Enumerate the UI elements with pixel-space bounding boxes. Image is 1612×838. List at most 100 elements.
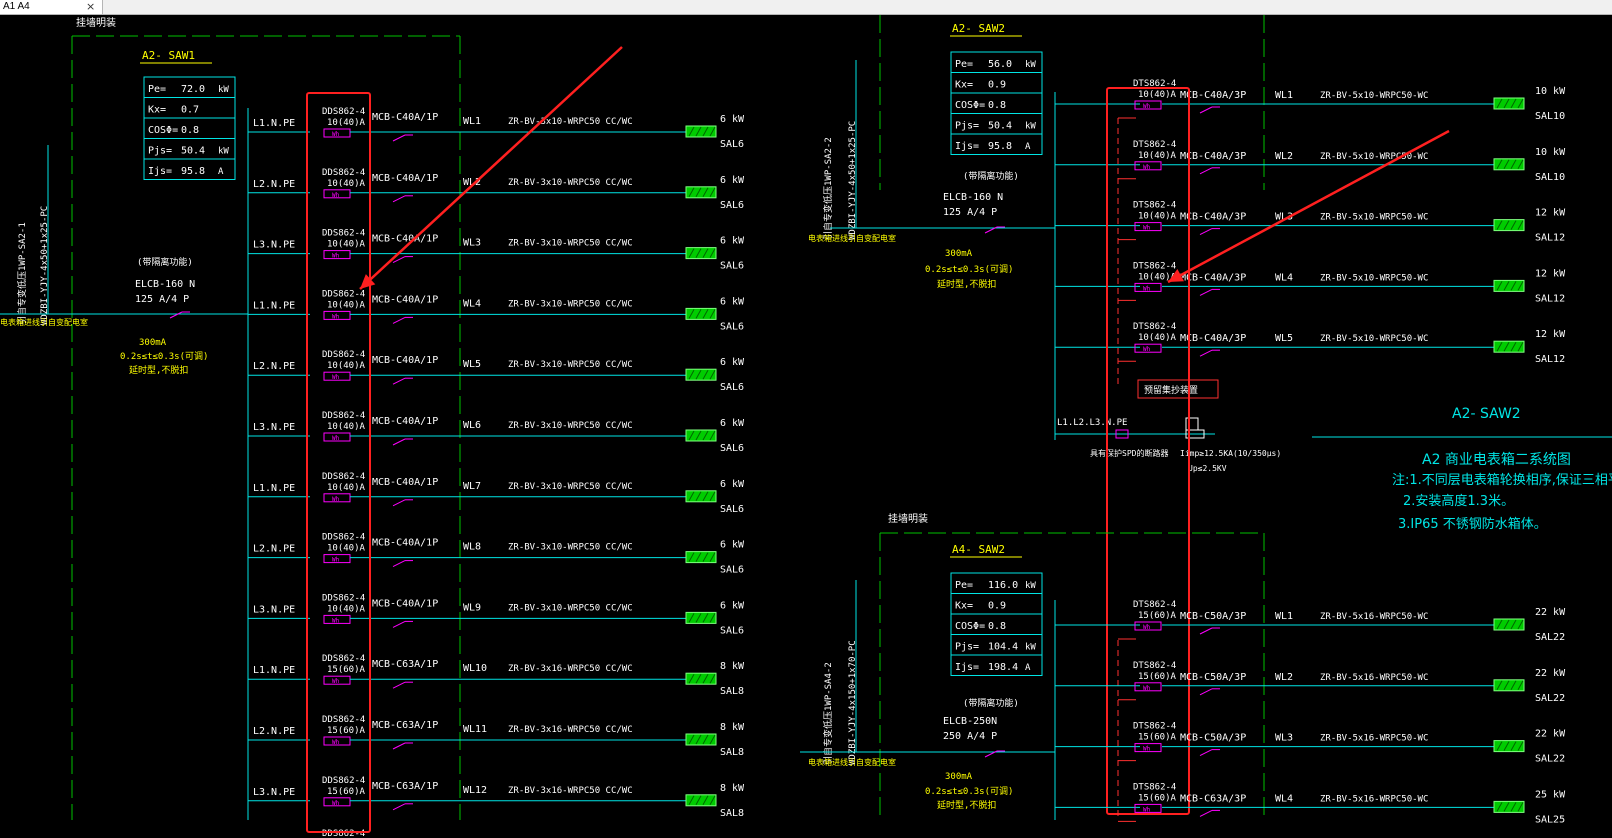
spec-unit: kW <box>1025 60 1036 70</box>
meter-model: DTS862-4 <box>1133 661 1176 671</box>
load-kw: 6 kW <box>720 600 745 611</box>
load-box <box>685 733 717 746</box>
drawing-code: A2- SAW2 <box>1452 406 1521 422</box>
load-box <box>685 247 717 260</box>
load-hatch <box>709 369 716 380</box>
meter-tag: Wh <box>1143 346 1151 353</box>
load-box <box>685 611 717 624</box>
meter-box <box>323 493 351 503</box>
branch-breaker: MCB-C40A/1P <box>372 234 438 245</box>
load-hatch <box>1496 159 1503 170</box>
spec-key: Pjs= <box>955 642 979 653</box>
load-id: SAL8 <box>720 747 744 758</box>
meter-box <box>323 189 351 199</box>
load-id: SAL6 <box>720 443 744 454</box>
rcd-type: 延时型,不脱扣 <box>937 278 996 290</box>
meter-box <box>1134 282 1162 292</box>
phase-label: L3.N.PE <box>253 787 295 798</box>
load-hatch <box>1517 220 1524 230</box>
phase-label: L1.N.PE <box>253 300 295 311</box>
branch-breaker: MCB-C63A/1P <box>372 781 438 792</box>
meter-box <box>323 736 351 746</box>
load-hatch <box>1503 220 1510 230</box>
incoming-source-label: 引自专变低压1WP-SA2-2 <box>822 137 834 240</box>
meter-box <box>323 675 351 685</box>
meter-box <box>1134 682 1162 692</box>
meter-model: DDS862-4 <box>322 715 365 725</box>
spec-key: Ijs= <box>148 166 172 177</box>
load-hatch <box>1496 341 1503 352</box>
spec-value: 72.0 <box>181 84 205 95</box>
panel-title: A4- SAW2 <box>952 543 1005 556</box>
circuit-cable: ZR-BV-3x10-WRPC50 CC/WC <box>508 239 633 249</box>
load-hatch <box>688 613 695 623</box>
load-hatch <box>688 309 695 319</box>
document-tab[interactable]: A1 A4 × <box>0 0 103 14</box>
spec-key: Ijs= <box>955 662 979 673</box>
load-hatch <box>1517 802 1524 812</box>
close-icon[interactable]: × <box>86 0 96 13</box>
load-kw: 6 kW <box>720 175 745 186</box>
meter-tag: Wh <box>1143 624 1151 631</box>
meter-model: DDS862-4 <box>322 593 365 603</box>
load-kw: 8 kW <box>720 661 745 672</box>
load-hatch <box>709 673 716 684</box>
spec-value: 198.4 <box>988 662 1018 673</box>
load-hatch <box>1503 281 1510 291</box>
meter-model: DTS862-4 <box>1133 600 1176 610</box>
circuit-cable: ZR-BV-3x10-WRPC50 CC/WC <box>508 299 633 309</box>
circuit-id: WL3 <box>463 238 481 249</box>
meter-box <box>323 614 351 624</box>
meter-model: DDS862-4 <box>322 168 365 178</box>
circuit-id: WL8 <box>463 542 481 553</box>
meter-box <box>1134 343 1162 353</box>
breaker-symbol <box>1199 349 1213 357</box>
load-hatch <box>688 734 695 745</box>
load-hatch <box>688 248 695 258</box>
circuit-cable: ZR-BV-5x10-WRPC50-WC <box>1320 273 1428 283</box>
branch-breaker: MCB-C40A/1P <box>372 416 438 427</box>
load-hatch <box>1503 741 1510 751</box>
meter-rating: 10(40)A <box>327 604 366 614</box>
circuit-id: WL4 <box>1275 793 1293 804</box>
load-id: SAL6 <box>720 504 744 515</box>
load-hatch <box>702 309 709 319</box>
load-hatch <box>1510 619 1517 630</box>
circuit-cable: ZR-BV-5x16-WRPC50-WC <box>1320 794 1428 804</box>
meter-rating: 15(60)A <box>327 665 366 675</box>
circuit-cable: ZR-BV-3x10-WRPC50 CC/WC <box>508 482 633 492</box>
load-id: SAL6 <box>720 139 744 150</box>
load-box <box>1493 800 1525 813</box>
load-hatch <box>688 369 695 380</box>
load-id: SAL25 <box>1535 814 1565 825</box>
meter-tag: Wh <box>332 435 340 442</box>
load-hatch <box>702 187 709 198</box>
load-hatch <box>709 309 716 319</box>
spd-box <box>1185 417 1199 431</box>
circuit-id: WL4 <box>1275 272 1293 283</box>
spec-table <box>950 51 1043 155</box>
load-hatch <box>709 248 716 258</box>
spd-spec: Iimp≥12.5KA(10/350μs) <box>1180 449 1281 458</box>
meter-model: DTS862-4 <box>1133 79 1176 89</box>
load-kw: 6 kW <box>720 540 745 551</box>
branch-breaker: MCB-C40A/3P <box>1180 151 1246 162</box>
load-id: SAL8 <box>720 808 744 819</box>
load-box <box>1493 97 1525 110</box>
meter-box <box>323 250 351 260</box>
load-id: SAL12 <box>1535 293 1565 304</box>
load-kw: 6 kW <box>720 418 745 429</box>
highlight-box <box>1106 87 1190 815</box>
breaker-symbol <box>1199 627 1213 635</box>
circuit-cable: ZR-BV-3x10-WRPC50 CC/WC <box>508 360 633 370</box>
meter-model: DDS862-4 <box>322 289 365 299</box>
meter-box <box>1134 222 1162 232</box>
spd-breaker-box <box>1115 429 1129 439</box>
main-breaker-label: (带隔离功能) <box>963 697 1019 709</box>
main-breaker-label: (带隔离功能) <box>137 256 193 268</box>
meter-model: DDS862-4 <box>322 350 365 360</box>
load-hatch <box>1496 98 1503 109</box>
load-hatch <box>695 126 702 137</box>
meter-tag: Wh <box>332 739 340 746</box>
